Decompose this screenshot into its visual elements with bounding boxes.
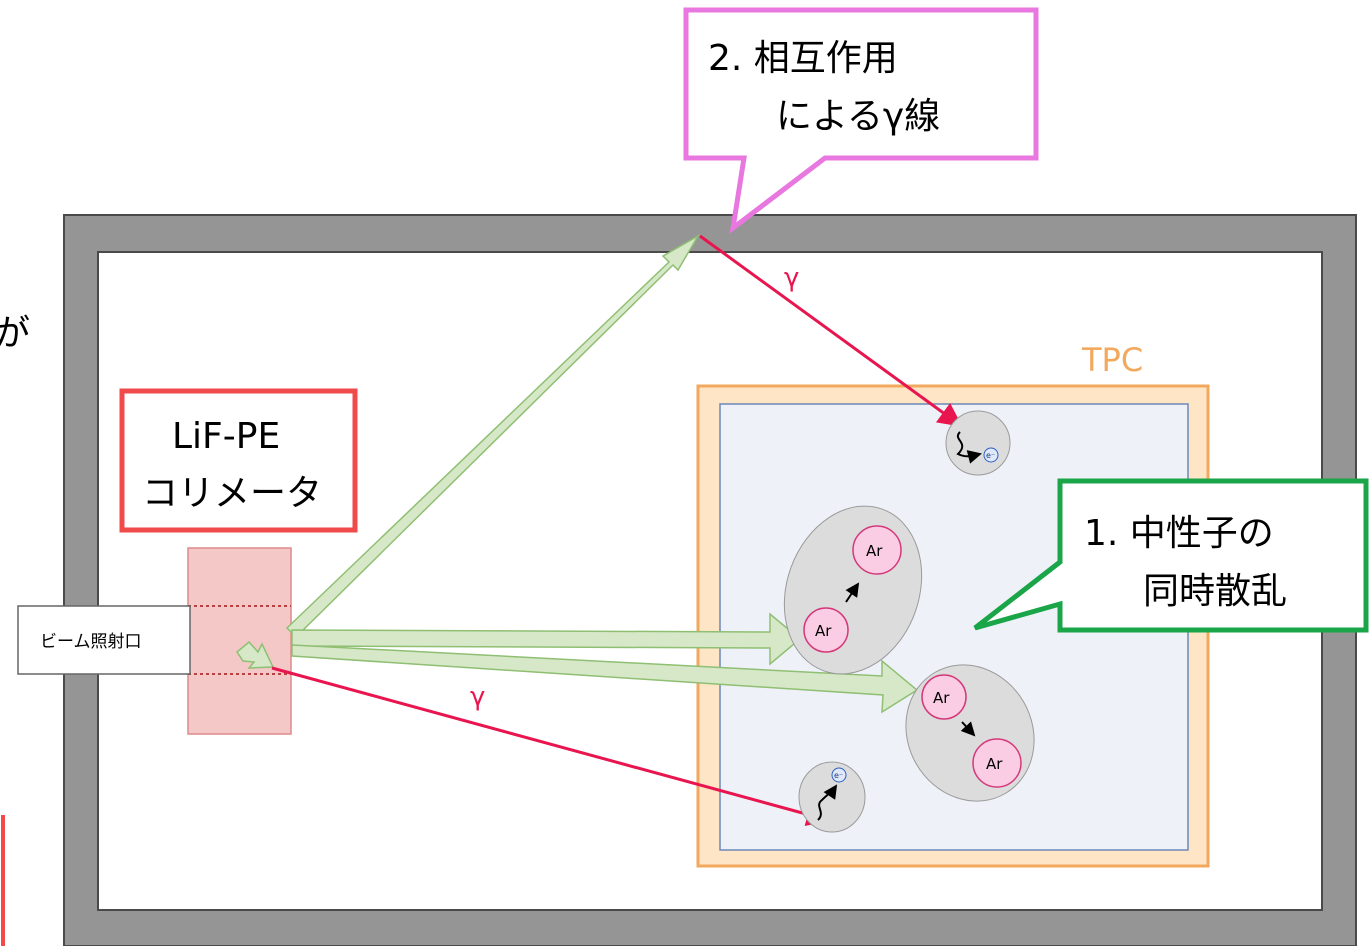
argon-recoil-arrow (845, 582, 860, 603)
electron-icon-upper (983, 447, 999, 463)
argon-recoil-arrow (960, 721, 976, 737)
gamma-label-upper: γ (784, 263, 799, 293)
callout-scatter-line1: 1. 中性子の (1084, 513, 1274, 554)
argon-atom (921, 674, 967, 720)
neutron-arrows (236, 233, 919, 714)
electron-label-upper: e⁻ (986, 451, 995, 460)
beam-port-box (17, 605, 191, 675)
callout-neutron-scatter (973, 478, 1369, 633)
argon-atom (972, 738, 1022, 788)
neutron-arrow-to-wall (285, 233, 701, 639)
callout-interaction-line2: によるγ線 (776, 96, 940, 137)
gamma-ray-lower (271, 666, 831, 827)
left-edge-text-fragment: が (0, 313, 30, 354)
callout-scatter-line2: 同時散乱 (1143, 571, 1287, 612)
electron-track-lower (817, 784, 838, 821)
argon-label: Ar (986, 755, 1003, 773)
electron-track-upper (956, 431, 982, 464)
collimator-label-box (119, 388, 358, 533)
neutron-arrow-to-argon-upper (291, 612, 802, 666)
argon-atom (803, 607, 849, 653)
argon-label: Ar (933, 689, 950, 707)
electron-icon-lower (831, 767, 847, 783)
collimator-label-line1: LiF-PE (172, 416, 280, 457)
tpc-label: TPC (1081, 341, 1143, 379)
neutron-arrow-to-argon-lower (291, 644, 919, 714)
gamma-ray-upper (699, 234, 963, 427)
collimator (187, 547, 292, 735)
collimator-label-line2: コリメータ (142, 473, 322, 514)
beam-port-label: ビーム照射口 (40, 632, 142, 652)
argon-label: Ar (866, 542, 883, 560)
argon-atom (852, 525, 902, 575)
callout-interaction (683, 7, 1039, 234)
electron-label-lower: e⁻ (834, 771, 843, 780)
gamma-label-lower: γ (470, 682, 485, 712)
electron-event-upper (945, 410, 1011, 476)
argon-label: Ar (815, 622, 832, 640)
callout-interaction-line1: 2. 相互作用 (708, 38, 898, 79)
